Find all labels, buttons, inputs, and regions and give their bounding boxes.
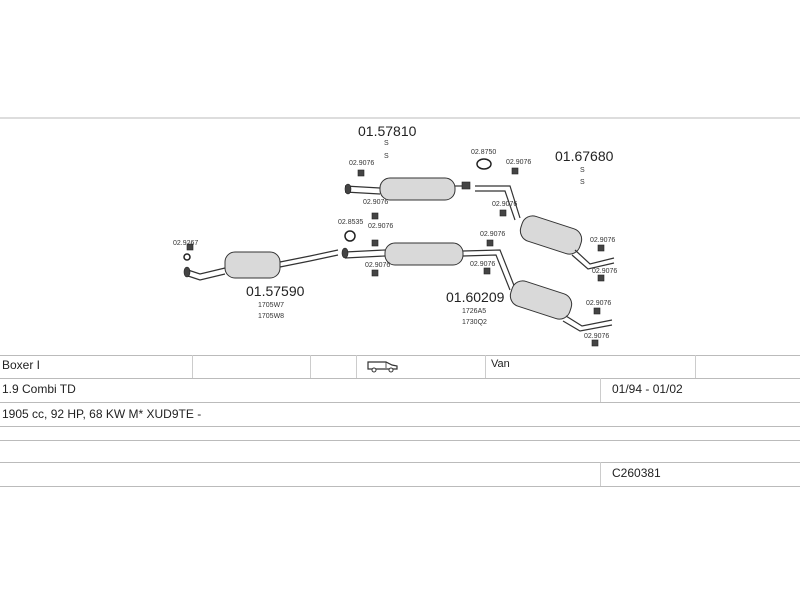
rear-upper-tailpipe [574,249,615,265]
col-divider-1 [192,355,193,378]
mid-upper-flange [344,183,352,195]
clamp-mid-lower-left [371,269,379,277]
rear-upper-inlet-pipe [475,185,521,219]
clamp-rear-tail-mid [597,274,605,282]
mid-lower-inlet-pipe-lower [344,255,386,259]
body-type: Van [491,358,510,370]
engine-name: 1.9 Combi TD [2,382,76,396]
rear-lower-tailpipe [565,315,613,327]
fitting-code-9076-f: 02.9076 [492,201,517,208]
fitting-code-8750: 02.8750 [471,149,496,156]
fitting-code-9076-l: 02.9076 [584,333,609,340]
rear-lower-muffler-body [509,280,573,320]
mid-lower-outlet-pipe-lower [462,254,511,291]
fitting-code-9076-i: 02.9076 [590,237,615,244]
production-years: 01/94 - 01/02 [612,382,683,396]
rear-upper-muffler-body [519,215,583,255]
table-line-4 [0,426,800,427]
ring-8750 [476,158,492,170]
mid-upper-muffler-assembly [344,177,471,201]
rear-lower-muffler-assembly [509,280,613,332]
front-flange [183,266,191,278]
rear-upper-muffler-assembly [475,185,615,270]
ring-8535 [344,230,356,242]
van-icon [366,357,400,373]
part-number-mid-upper: 01.57810 [358,123,417,139]
clamp-rear-tail-upper [597,244,605,252]
mid-upper-muffler-body [379,177,456,201]
mid-upper-inlet-pipe-lower [344,191,381,195]
clamp-upper-left [357,169,365,177]
mid-lower-outlet-pipe [462,249,516,289]
clamp-upper-below [371,212,379,220]
front-gasket-icon [183,253,191,261]
table-line-2 [0,378,800,379]
clamp-mid-lower-below [483,267,491,275]
s-mark-rear-2: S [580,179,585,186]
rear-upper-tailpipe-lower [571,254,615,270]
col-divider-3 [356,355,357,378]
col-divider-2 [310,355,311,378]
fitting-code-9076-g: 02.9076 [480,231,505,238]
front-pipe-inlet [187,267,226,275]
front-pipe-outlet-lower [279,254,339,268]
s-mark-mid-upper-2: S [384,153,389,160]
fitting-code-9076-c: 02.9076 [368,223,393,230]
col-divider-years [600,378,601,402]
clamp-upper-right [511,167,519,175]
col-divider-code [600,462,601,486]
fitting-code-9076-e: 02.9076 [506,159,531,166]
fitting-code-9076-d: 02.9076 [365,262,390,269]
table-line-6 [0,462,800,463]
fitting-code-8535: 02.8535 [338,219,363,226]
fitting-code-9076-h: 02.9076 [470,261,495,268]
fitting-code-9076-b: 02.9076 [363,199,388,206]
fitting-code-9076-a: 02.9076 [349,160,374,167]
engine-spec: 1905 cc, 92 HP, 68 KW M* XUD9TE - [2,407,202,421]
fitting-code-9076-k: 02.9076 [586,300,611,307]
col-divider-5 [695,355,696,378]
s-mark-mid-upper-1: S [384,140,389,147]
table-line-3 [0,402,800,403]
clamp-8676 [371,239,379,247]
rear-upper-inlet-pipe-lower [475,190,516,221]
mid-upper-connector [461,181,471,190]
mid-lower-inlet-pipe [344,249,386,253]
part-number-mid-lower: 01.60209 [446,289,505,305]
clamp-front-9267 [186,243,194,251]
fitting-code-9267: 02.9267 [173,240,198,247]
part-ref-mid-lower-1: 1726A5 [462,308,486,315]
part-ref-front-1: 1705W7 [258,302,284,309]
mid-lower-muffler-body [384,242,464,266]
col-divider-4 [485,355,486,378]
table-line-1 [0,355,800,356]
table-line-5 [0,440,800,441]
part-number-rear: 01.67680 [555,148,614,164]
clamp-rear-tail-low [593,307,601,315]
clamp-rear-tail-bottom [591,339,599,347]
front-pipe-inlet-lower [187,273,226,281]
mid-lower-muffler-assembly [341,242,516,291]
clamps-group [186,158,605,347]
clamp-rear-upper [499,209,507,217]
rear-lower-tailpipe-lower [562,320,613,332]
clamp-mid-lower-right [486,239,494,247]
part-ref-front-2: 1705W8 [258,313,284,320]
mid-lower-flange [341,247,349,259]
part-number-front-muffler: 01.57590 [246,283,305,299]
part-ref-mid-lower-2: 1730Q2 [462,319,487,326]
table-line-7 [0,486,800,487]
fitting-code-9076-j: 02.9076 [592,268,617,275]
front-muffler-body [224,251,281,279]
front-pipe-outlet [279,249,339,263]
catalog-code: C260381 [612,466,661,480]
s-mark-rear-1: S [580,167,585,174]
model-name: Boxer I [2,358,41,372]
front-muffler-assembly [183,249,339,281]
